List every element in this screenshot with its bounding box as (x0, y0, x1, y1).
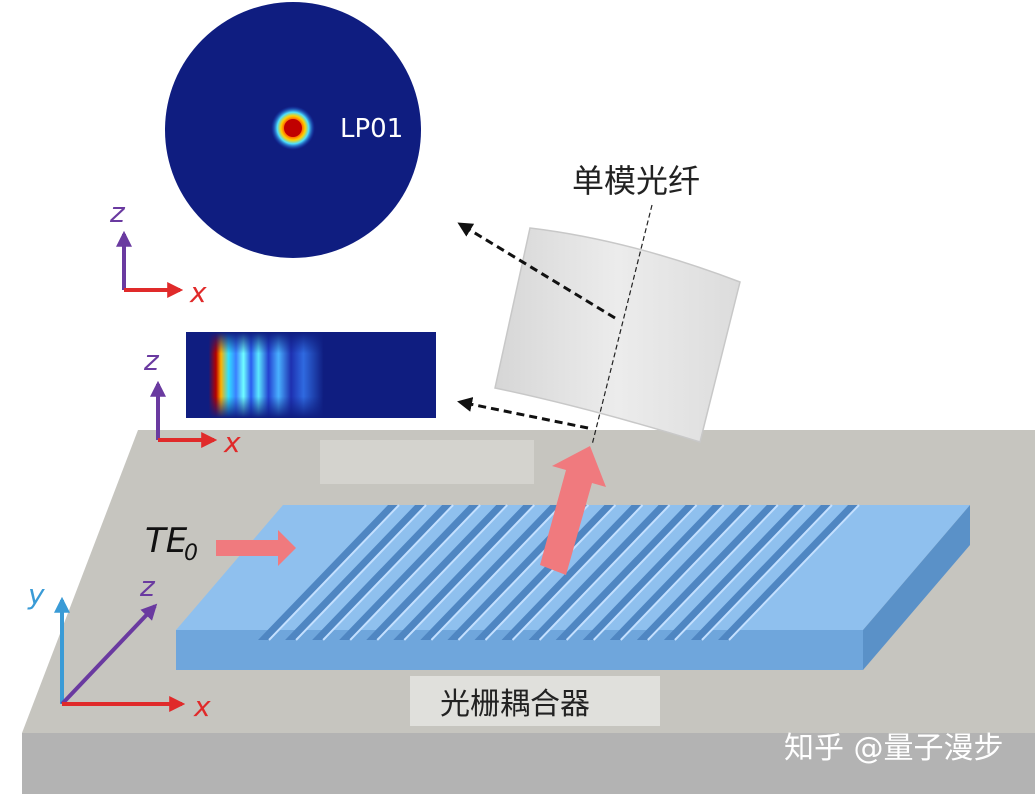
grating-groove (636, 505, 778, 640)
grating-groove (258, 505, 399, 640)
grating-tooth-edge (701, 504, 833, 641)
coupler-label: 光栅耦合器 (440, 687, 590, 722)
grating-groove (339, 505, 481, 640)
grating-tooth-edge (511, 504, 644, 641)
grating-tooth-edge (674, 504, 806, 641)
grating-teeth (258, 504, 860, 641)
grating-groove (420, 505, 562, 640)
grating-tooth-edge (728, 504, 860, 641)
input-mode-subscript: 0 (184, 541, 198, 566)
grating-groove (555, 505, 697, 640)
grating-tooth-edge (484, 504, 617, 641)
light-arrows (216, 446, 606, 575)
grating-tooth-edge (349, 504, 481, 641)
axis-z-label: z (143, 344, 160, 377)
axis-x-label: x (189, 276, 207, 309)
grating-tooth-edge (592, 504, 725, 641)
axis-z-label: z (139, 570, 156, 603)
grating-groove (366, 505, 508, 640)
grating-tooth-edge (538, 504, 671, 641)
grating-tooth-edge (295, 504, 427, 641)
grating-tooth-edge (620, 504, 752, 641)
axis-triad-mid: z x (143, 344, 241, 459)
grating-groove (609, 505, 751, 640)
output-rays (457, 222, 616, 430)
grating-tooth-edge (403, 504, 536, 641)
grating-tooth-edge (376, 504, 508, 641)
grating-groove (474, 505, 616, 640)
grating-groove (663, 505, 805, 640)
grating-groove (528, 505, 670, 640)
grating-tooth-edge (565, 504, 698, 641)
grating-groove (718, 505, 859, 640)
lp01-mode-profile: LP01 (165, 2, 421, 258)
grating-tooth-edge (647, 504, 779, 641)
grating-groove (690, 505, 832, 640)
grating-groove (501, 505, 643, 640)
grating-groove (285, 505, 427, 640)
grating-groove (312, 505, 454, 640)
grating-groove (393, 505, 535, 640)
fiber-label: 单模光纤 (572, 162, 700, 200)
axis-triad-top: z x (109, 196, 207, 309)
axis-x-label: x (223, 426, 241, 459)
grating-tooth-edge (430, 504, 563, 641)
axis-y-label: y (27, 578, 45, 611)
single-mode-fiber (494, 204, 741, 446)
coupler-label-bg (410, 676, 660, 726)
grating-groove (582, 505, 724, 640)
axis-x-label: x (193, 690, 211, 723)
grating-coupler (176, 504, 970, 670)
axis-triad-bottom: y z x (27, 570, 211, 723)
propagating-field-profile (186, 332, 436, 418)
input-mode-label: TE (145, 521, 188, 561)
watermark: 知乎 @量子漫步 (784, 731, 1004, 766)
grating-tooth-edge (322, 504, 454, 641)
axis-z-label: z (109, 196, 126, 229)
grating-tooth-edge (268, 504, 400, 641)
mode-label: LP01 (340, 114, 403, 144)
